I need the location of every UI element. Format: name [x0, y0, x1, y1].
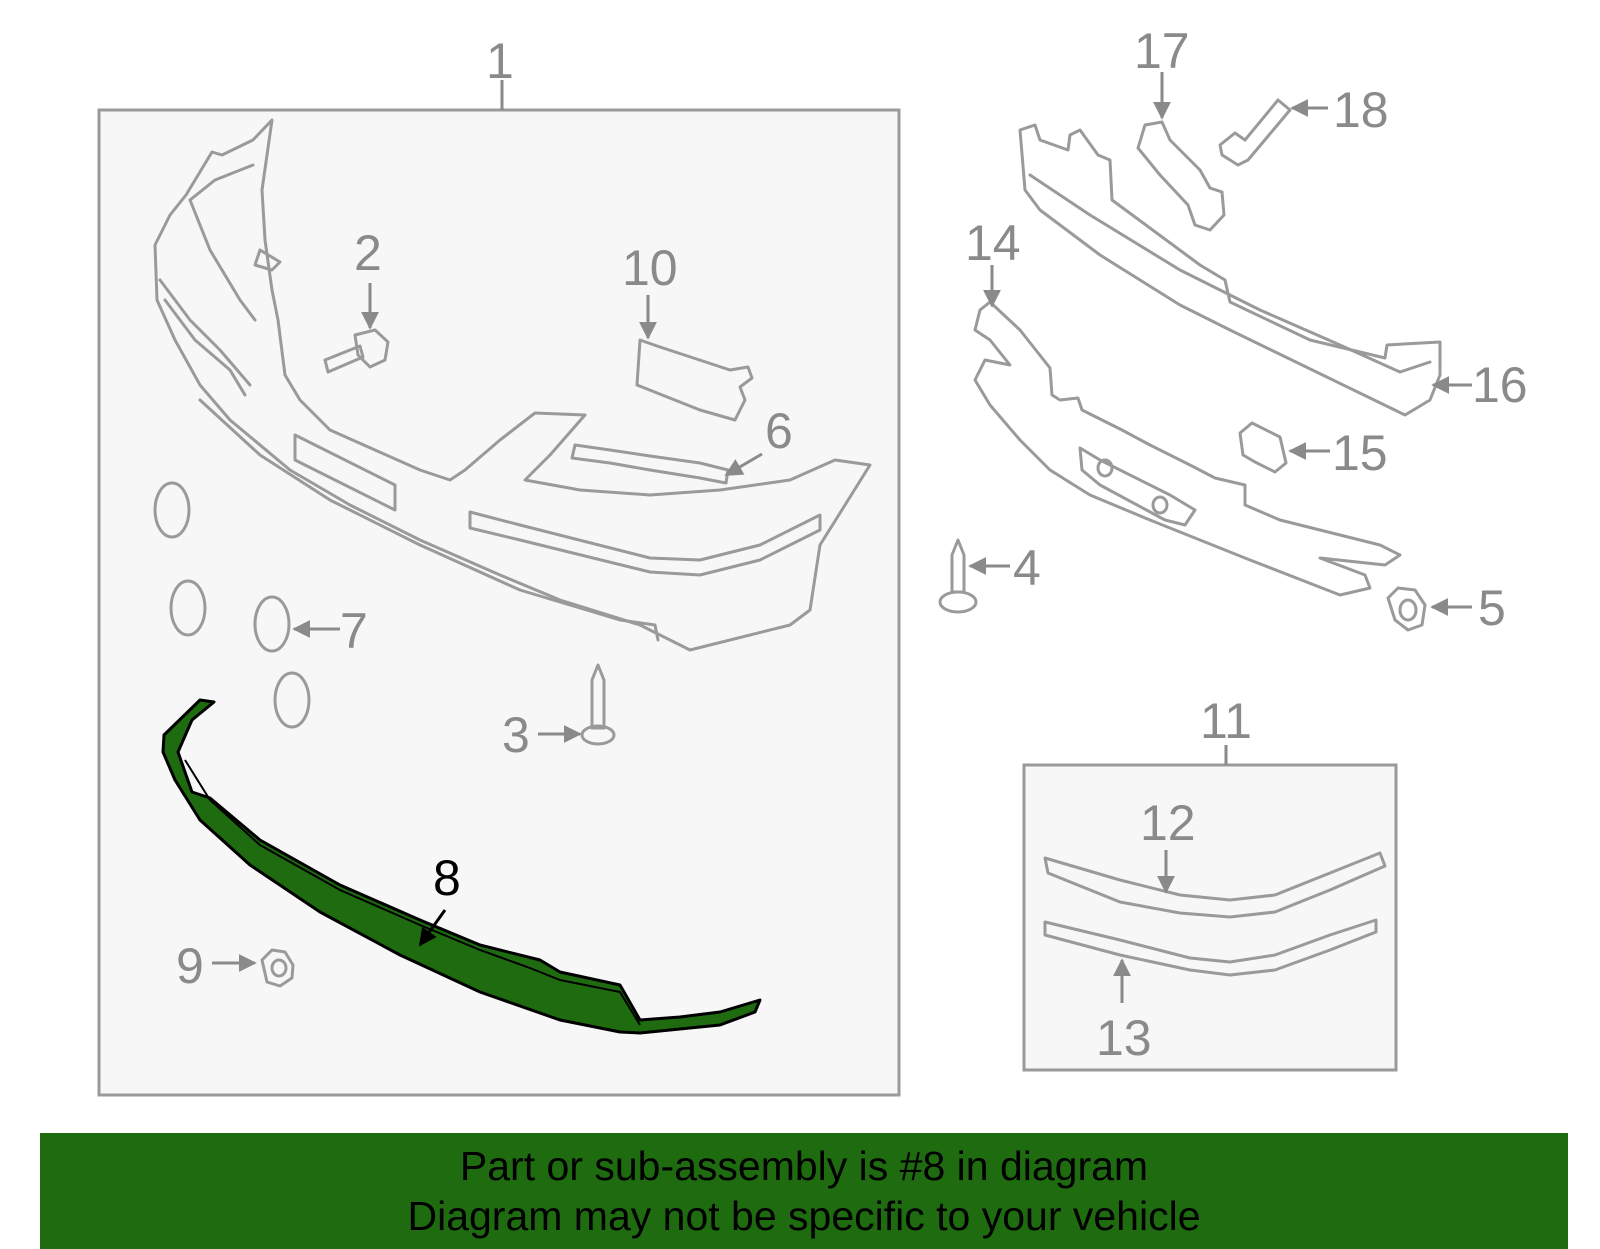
- callout-7[interactable]: 7: [340, 603, 368, 659]
- info-banner: Part or sub-assembly is #8 in diagram Di…: [40, 1133, 1568, 1249]
- callout-6[interactable]: 6: [765, 403, 793, 459]
- callout-1[interactable]: 1: [486, 33, 514, 89]
- part-12-moulding[interactable]: [1043, 851, 1387, 919]
- part-10-bracket[interactable]: [635, 338, 754, 422]
- part-17-bracket[interactable]: [1136, 120, 1226, 232]
- callout-17[interactable]: 17: [1134, 23, 1190, 79]
- part-3-push-pin[interactable]: [580, 663, 616, 746]
- part-16-reinforcement[interactable]: [1018, 123, 1442, 417]
- callout-5[interactable]: 5: [1478, 580, 1506, 636]
- callout-2[interactable]: 2: [354, 225, 382, 281]
- callout-10[interactable]: 10: [622, 240, 678, 296]
- part-7-grommets[interactable]: [153, 481, 311, 729]
- callout-14[interactable]: 14: [965, 215, 1021, 271]
- part-18-clip[interactable]: [1218, 98, 1292, 167]
- callout-13[interactable]: 13: [1096, 1010, 1152, 1066]
- bumper-assembly-box: [97, 108, 901, 1097]
- part-5-nut[interactable]: [1386, 586, 1427, 632]
- banner-line-1: Part or sub-assembly is #8 in diagram: [459, 1143, 1149, 1189]
- part-15-block[interactable]: [1238, 421, 1288, 474]
- part-6-bracket[interactable]: [570, 443, 730, 485]
- callout-8[interactable]: 8: [433, 850, 461, 906]
- callout-15[interactable]: 15: [1332, 425, 1388, 481]
- part-9-nut[interactable]: [260, 948, 295, 988]
- parts-diagram: 1 6 10 2 7 3: [97, 23, 1528, 1097]
- callout-18[interactable]: 18: [1333, 82, 1389, 138]
- banner-line-2: Diagram may not be specific to your vehi…: [407, 1193, 1201, 1239]
- callout-11[interactable]: 11: [1200, 693, 1252, 749]
- part-14-absorber[interactable]: [973, 300, 1402, 597]
- callout-4[interactable]: 4: [1013, 540, 1041, 596]
- part-13-moulding[interactable]: [1043, 918, 1378, 977]
- callout-12[interactable]: 12: [1140, 795, 1196, 851]
- part-4-screw[interactable]: [938, 538, 978, 614]
- callout-3[interactable]: 3: [502, 707, 530, 763]
- part-2-bolt[interactable]: [323, 328, 390, 374]
- callout-16[interactable]: 16: [1472, 357, 1528, 413]
- moulding-assembly-box: [1022, 763, 1398, 1072]
- callout-9[interactable]: 9: [176, 938, 204, 994]
- part-8-highlighted[interactable]: [161, 698, 762, 1035]
- bumper-cover[interactable]: [153, 118, 872, 652]
